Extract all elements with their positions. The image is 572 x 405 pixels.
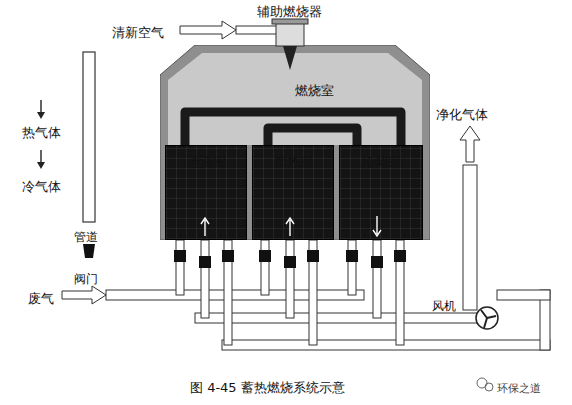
valve [222,250,234,262]
legend-pipe [83,52,95,222]
watermark-box: 环保之道 [497,377,541,396]
valve [346,250,358,262]
fan-label-box: 风机 [432,295,456,314]
inlet-label-box: 清新空气 [112,22,164,41]
legend-label-box: 冷气体 [22,176,61,195]
legend-arrowhead [37,162,45,169]
regenerator-chamber: 加热室 [252,145,334,240]
legend-label: 热气体 [22,125,61,140]
fan-blades [481,310,496,328]
branch-pipe [286,240,294,318]
clean-gas-arrow [460,126,480,162]
legend-valve [83,244,95,258]
regenerator-chamber: 冷却室 [339,145,423,240]
chamber-label: 清洗室 [187,155,226,170]
burner-label: 辅助燃烧器 [257,4,322,19]
legend-label-box: 热气体 [22,122,61,141]
outlet-label-box: 净化气体 [436,104,488,123]
branch-pipe [261,240,269,295]
figure-caption: 图 4-45 蓄热燃烧系统示意 [190,380,345,395]
legend-label: 阀门 [74,272,98,286]
burner-cap [272,19,308,24]
watermark: 环保之道 [497,382,541,395]
valve [394,250,406,262]
branch-pipe [201,240,209,318]
header-pipe [195,313,477,323]
combustion-space [168,53,422,145]
caption-box: 图 4-45 蓄热燃烧系统示意 [190,377,345,396]
legend-arrowhead [37,112,45,119]
fresh-air-arrow [180,21,236,39]
waste-gas-arrow [62,286,106,304]
valve [259,250,271,262]
outlet-label: 净化气体 [436,107,488,122]
regenerator-chamber: 清洗室 [165,145,247,240]
valve [371,256,383,268]
valve [284,256,296,268]
inlet-label-box: 废气 [28,288,54,307]
legend-label-box: 管道 [74,226,98,245]
legend-label: 管道 [74,230,98,244]
watermark-icon [485,383,493,391]
air-pipe [236,26,277,34]
return-pipe [497,290,550,300]
fan-label: 风机 [432,299,456,313]
chamber-label: 冷却室 [362,155,401,170]
valve [307,250,319,262]
housing-wall [160,45,430,240]
chamber-label: 加热室 [274,155,313,170]
branch-pipe [176,240,184,295]
branch-pipe [373,240,381,318]
inlet-label: 清新空气 [112,25,164,40]
valve [199,256,211,268]
header-pipe [106,290,364,300]
legend-label: 冷气体 [22,179,61,194]
fan [476,307,498,329]
stack-pipe [463,165,477,310]
branch-pipe [348,240,356,295]
combustion-housing: 清洗室 加热室 冷却室 燃烧室 [160,45,430,240]
inlet-label: 废气 [28,291,54,306]
housing-label: 燃烧室 [295,84,334,99]
legend-label-box: 阀门 [74,268,98,287]
valve [174,250,186,262]
header-pipe [222,340,550,350]
burner-label-box: 辅助燃烧器 [257,1,322,20]
burner-body [276,21,304,46]
